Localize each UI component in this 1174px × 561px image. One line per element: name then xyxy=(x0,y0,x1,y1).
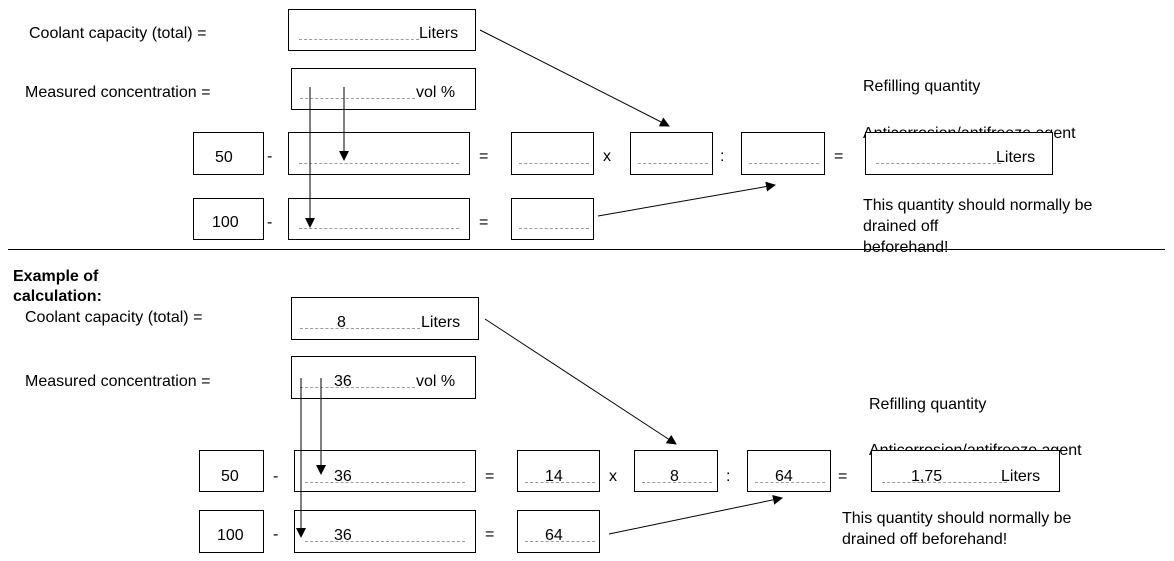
example-heading-line1: Example of xyxy=(13,268,99,285)
refill-label: Refilling quantity xyxy=(863,78,981,95)
row1-subtrahend-dashline xyxy=(299,163,459,164)
example-arrow-capacity-to-multiplier xyxy=(484,318,677,445)
example-concentration-value: 36 xyxy=(334,373,352,390)
measured-concentration-field[interactable]: vol % xyxy=(291,68,476,110)
result-field[interactable]: Liters xyxy=(865,132,1053,175)
example-result-value: 1,75 xyxy=(911,468,943,485)
example-note-line2: drained off beforehand! xyxy=(842,531,1008,548)
example-measured-label: Measured concentration = xyxy=(25,373,211,390)
note-line1: This quantity should normally be xyxy=(863,197,1093,214)
row1-result-equals: = xyxy=(834,148,844,165)
example-row1-equals: = xyxy=(485,468,495,485)
example-concentration-unit: vol % xyxy=(416,373,456,390)
example-row2-difference-field: 64 xyxy=(517,510,600,553)
result-dashline xyxy=(876,163,1001,164)
row1-constant-value: 50 xyxy=(215,149,233,166)
example-row2-subtrahend-field: 36 xyxy=(294,510,476,553)
row1-divisor-dashline xyxy=(749,163,819,164)
row1-multiplier-dashline xyxy=(638,163,708,164)
capacity-unit: Liters xyxy=(419,25,459,42)
arrow-difference-to-divisor xyxy=(597,181,776,217)
row2-subtrahend-dashline xyxy=(299,228,459,229)
row2-constant-value: 100 xyxy=(212,214,239,231)
example-row2-difference-dashline xyxy=(525,541,595,542)
row2-minus: - xyxy=(267,214,273,231)
example-row1-multiplier-dashline xyxy=(642,482,712,483)
example-capacity-unit: Liters xyxy=(421,314,461,331)
example-row1-multiplier-value: 8 xyxy=(670,468,679,485)
capacity-dashline xyxy=(299,39,419,40)
concentration-unit: vol % xyxy=(416,84,456,101)
row1-times: x xyxy=(603,148,611,165)
row2-difference-field[interactable] xyxy=(511,198,594,240)
example-row2-difference-value: 64 xyxy=(545,527,563,544)
row2-equals: = xyxy=(479,214,489,231)
example-row2-subtrahend-dashline xyxy=(305,541,465,542)
example-capacity-dashline xyxy=(300,328,420,329)
row1-constant-box: 50 xyxy=(193,132,264,175)
example-capacity-value: 8 xyxy=(337,314,346,331)
row2-subtrahend-field[interactable] xyxy=(288,198,470,240)
coolant-capacity-field[interactable]: Liters xyxy=(288,9,476,51)
example-row1-difference-value: 14 xyxy=(545,468,563,485)
example-note-line1: This quantity should normally be xyxy=(842,510,1072,527)
example-row1-minus: - xyxy=(273,468,279,485)
measured-concentration-label: Measured concentration = xyxy=(25,84,211,101)
example-row1-constant-box: 50 xyxy=(199,450,264,492)
row1-divide: : xyxy=(720,148,725,165)
note-line3: beforehand! xyxy=(863,239,949,256)
note-line2: drained off xyxy=(863,218,939,235)
example-row1-result-equals: = xyxy=(838,468,848,485)
row1-difference-field[interactable] xyxy=(511,132,594,175)
concentration-dashline xyxy=(300,98,415,99)
example-row2-minus: - xyxy=(273,526,279,543)
example-row2-equals: = xyxy=(485,526,495,543)
example-heading-line2: calculation: xyxy=(13,288,102,305)
row1-equals: = xyxy=(479,148,489,165)
row1-multiplier-field[interactable] xyxy=(630,132,713,175)
example-row1-difference-dashline xyxy=(525,482,595,483)
row1-minus: - xyxy=(267,148,273,165)
example-result-unit: Liters xyxy=(1001,468,1041,485)
example-capacity-field: 8 Liters xyxy=(291,297,479,340)
example-row1-multiplier-field: 8 xyxy=(634,450,718,492)
row1-subtrahend-field[interactable] xyxy=(288,132,470,175)
example-arrow-difference-to-divisor xyxy=(608,494,783,535)
example-row1-subtrahend-dashline xyxy=(305,482,465,483)
coolant-capacity-label: Coolant capacity (total) = xyxy=(29,25,207,42)
example-row1-difference-field: 14 xyxy=(517,450,600,492)
example-row1-subtrahend-value: 36 xyxy=(334,468,352,485)
arrow-capacity-to-multiplier xyxy=(479,29,670,127)
example-row2-constant-value: 100 xyxy=(217,527,244,544)
example-concentration-dashline xyxy=(300,387,415,388)
example-row1-constant-value: 50 xyxy=(221,468,239,485)
result-unit: Liters xyxy=(996,149,1036,166)
row2-difference-dashline xyxy=(519,228,589,229)
example-row1-divisor-value: 64 xyxy=(775,468,793,485)
example-concentration-field: 36 vol % xyxy=(291,356,476,399)
row1-difference-dashline xyxy=(519,163,589,164)
section-divider xyxy=(8,249,1165,250)
example-row1-divisor-field: 64 xyxy=(747,450,831,492)
example-row1-divisor-dashline xyxy=(755,482,825,483)
example-row2-constant-box: 100 xyxy=(199,510,264,553)
example-row1-divide: : xyxy=(726,468,731,485)
example-row2-subtrahend-value: 36 xyxy=(334,527,352,544)
row2-constant-box: 100 xyxy=(193,198,264,240)
example-result-field: 1,75 Liters xyxy=(871,450,1060,492)
example-result-dashline xyxy=(882,482,1007,483)
example-coolant-label: Coolant capacity (total) = xyxy=(25,309,203,326)
example-row1-times: x xyxy=(609,468,617,485)
example-refill-label: Refilling quantity xyxy=(869,396,987,413)
row1-divisor-field[interactable] xyxy=(741,132,825,175)
